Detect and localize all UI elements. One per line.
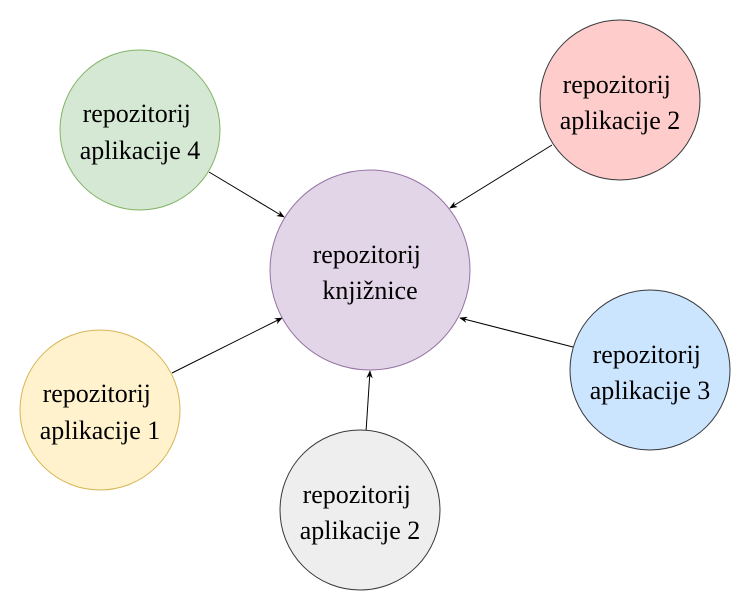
node-app2-red[interactable]: repozitorij aplikacije 2 [539,19,701,181]
node-app2-red-label: repozitorij aplikacije 2 [560,70,681,135]
node-app3-circle [569,289,731,451]
edge-app2-red-to-center [449,144,553,209]
node-app2-red-circle [539,19,701,181]
node-app4-circle [59,49,221,211]
edge-app4-to-center [208,171,285,218]
node-app4-label: repozitorij aplikacije 4 [80,99,201,165]
edge-app3-to-center [459,316,574,348]
center-node-label: repozitorij knjižnice [313,240,428,305]
center-node-circle [269,169,471,371]
node-app4[interactable]: repozitorij aplikacije 4 [59,49,221,211]
edge-app1-to-center [171,317,283,374]
node-app2-gray[interactable]: repozitorij aplikacije 2 [279,429,441,591]
node-app2-gray-circle [279,429,441,591]
edge-app2-gray-to-center [365,370,373,433]
node-app1[interactable]: repozitorij aplikacije 1 [19,329,181,491]
node-app3[interactable]: repozitorij aplikacije 3 [569,289,731,451]
center-node[interactable]: repozitorij knjižnice [269,169,471,371]
node-app3-label: repozitorij aplikacije 3 [590,340,711,405]
node-app1-circle [19,329,181,491]
node-app1-label: repozitorij aplikacije 1 [40,379,161,445]
node-app2-gray-label: repozitorij aplikacije 2 [300,480,421,545]
